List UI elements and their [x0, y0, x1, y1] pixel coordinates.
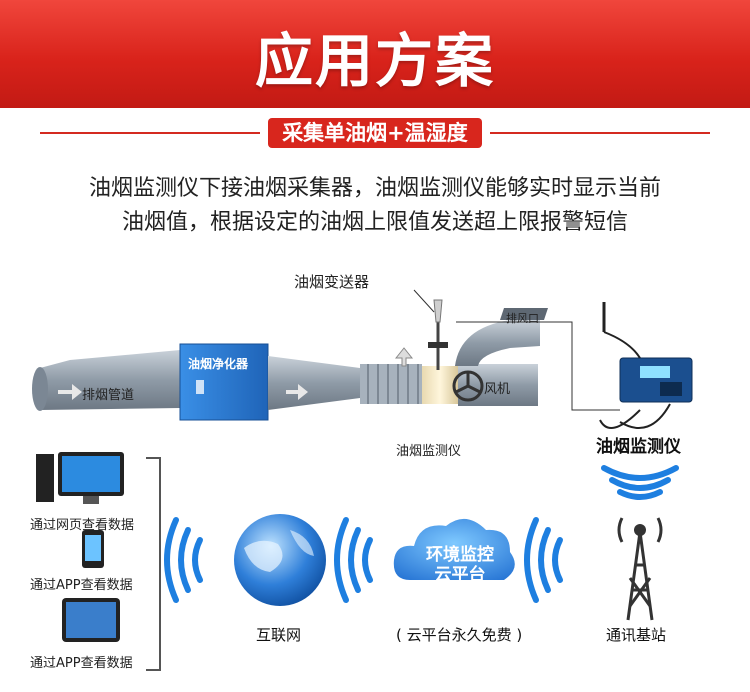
purifier-label: 油烟净化器	[188, 357, 249, 371]
cloud-caption: ( 云平台永久免费 )	[396, 626, 523, 644]
cloud-text-line-2: 云平台	[434, 565, 486, 585]
description-line-1: 油烟监测仪下接油烟采集器，油烟监测仪能够实时显示当前	[88, 176, 661, 201]
outlet-label: 排风口	[506, 312, 539, 325]
tower-icon	[626, 531, 654, 621]
access-app-label-1: 通过APP查看数据	[30, 578, 133, 593]
fan-icon	[452, 370, 484, 402]
title-banner: 应用方案	[0, 0, 750, 108]
pipe-monitor-label: 油烟监测仪	[396, 444, 462, 459]
description-line-2: 油烟值，根据设定的油烟上限值发送超上限报警短信	[121, 210, 628, 235]
device-label: 油烟监测仪	[596, 437, 681, 457]
transmitter-label: 油烟变送器	[294, 273, 370, 291]
subtitle-tag: 采集单油烟+温湿度	[268, 118, 482, 148]
internet-label: 互联网	[256, 626, 302, 644]
fan-label: 风机	[484, 382, 511, 397]
bellows-pipe	[360, 364, 422, 404]
cloud-icon	[393, 518, 515, 580]
access-devices	[36, 452, 161, 671]
divider-right	[490, 132, 710, 134]
divider-left	[40, 132, 260, 134]
wifi-signal-icon	[164, 465, 679, 603]
access-web-label: 通过网页查看数据	[30, 518, 135, 533]
network-diagram	[164, 465, 679, 621]
monitor-device	[599, 302, 693, 429]
page-title: 应用方案	[254, 27, 495, 95]
exhaust-pipe-label: 排烟管道	[82, 388, 135, 403]
tower-label: 通讯基站	[606, 626, 667, 644]
pipeline-diagram	[32, 289, 693, 429]
access-app-label-2: 通过APP查看数据	[30, 656, 133, 671]
cloud-text-line-1: 环境监控	[426, 545, 494, 565]
